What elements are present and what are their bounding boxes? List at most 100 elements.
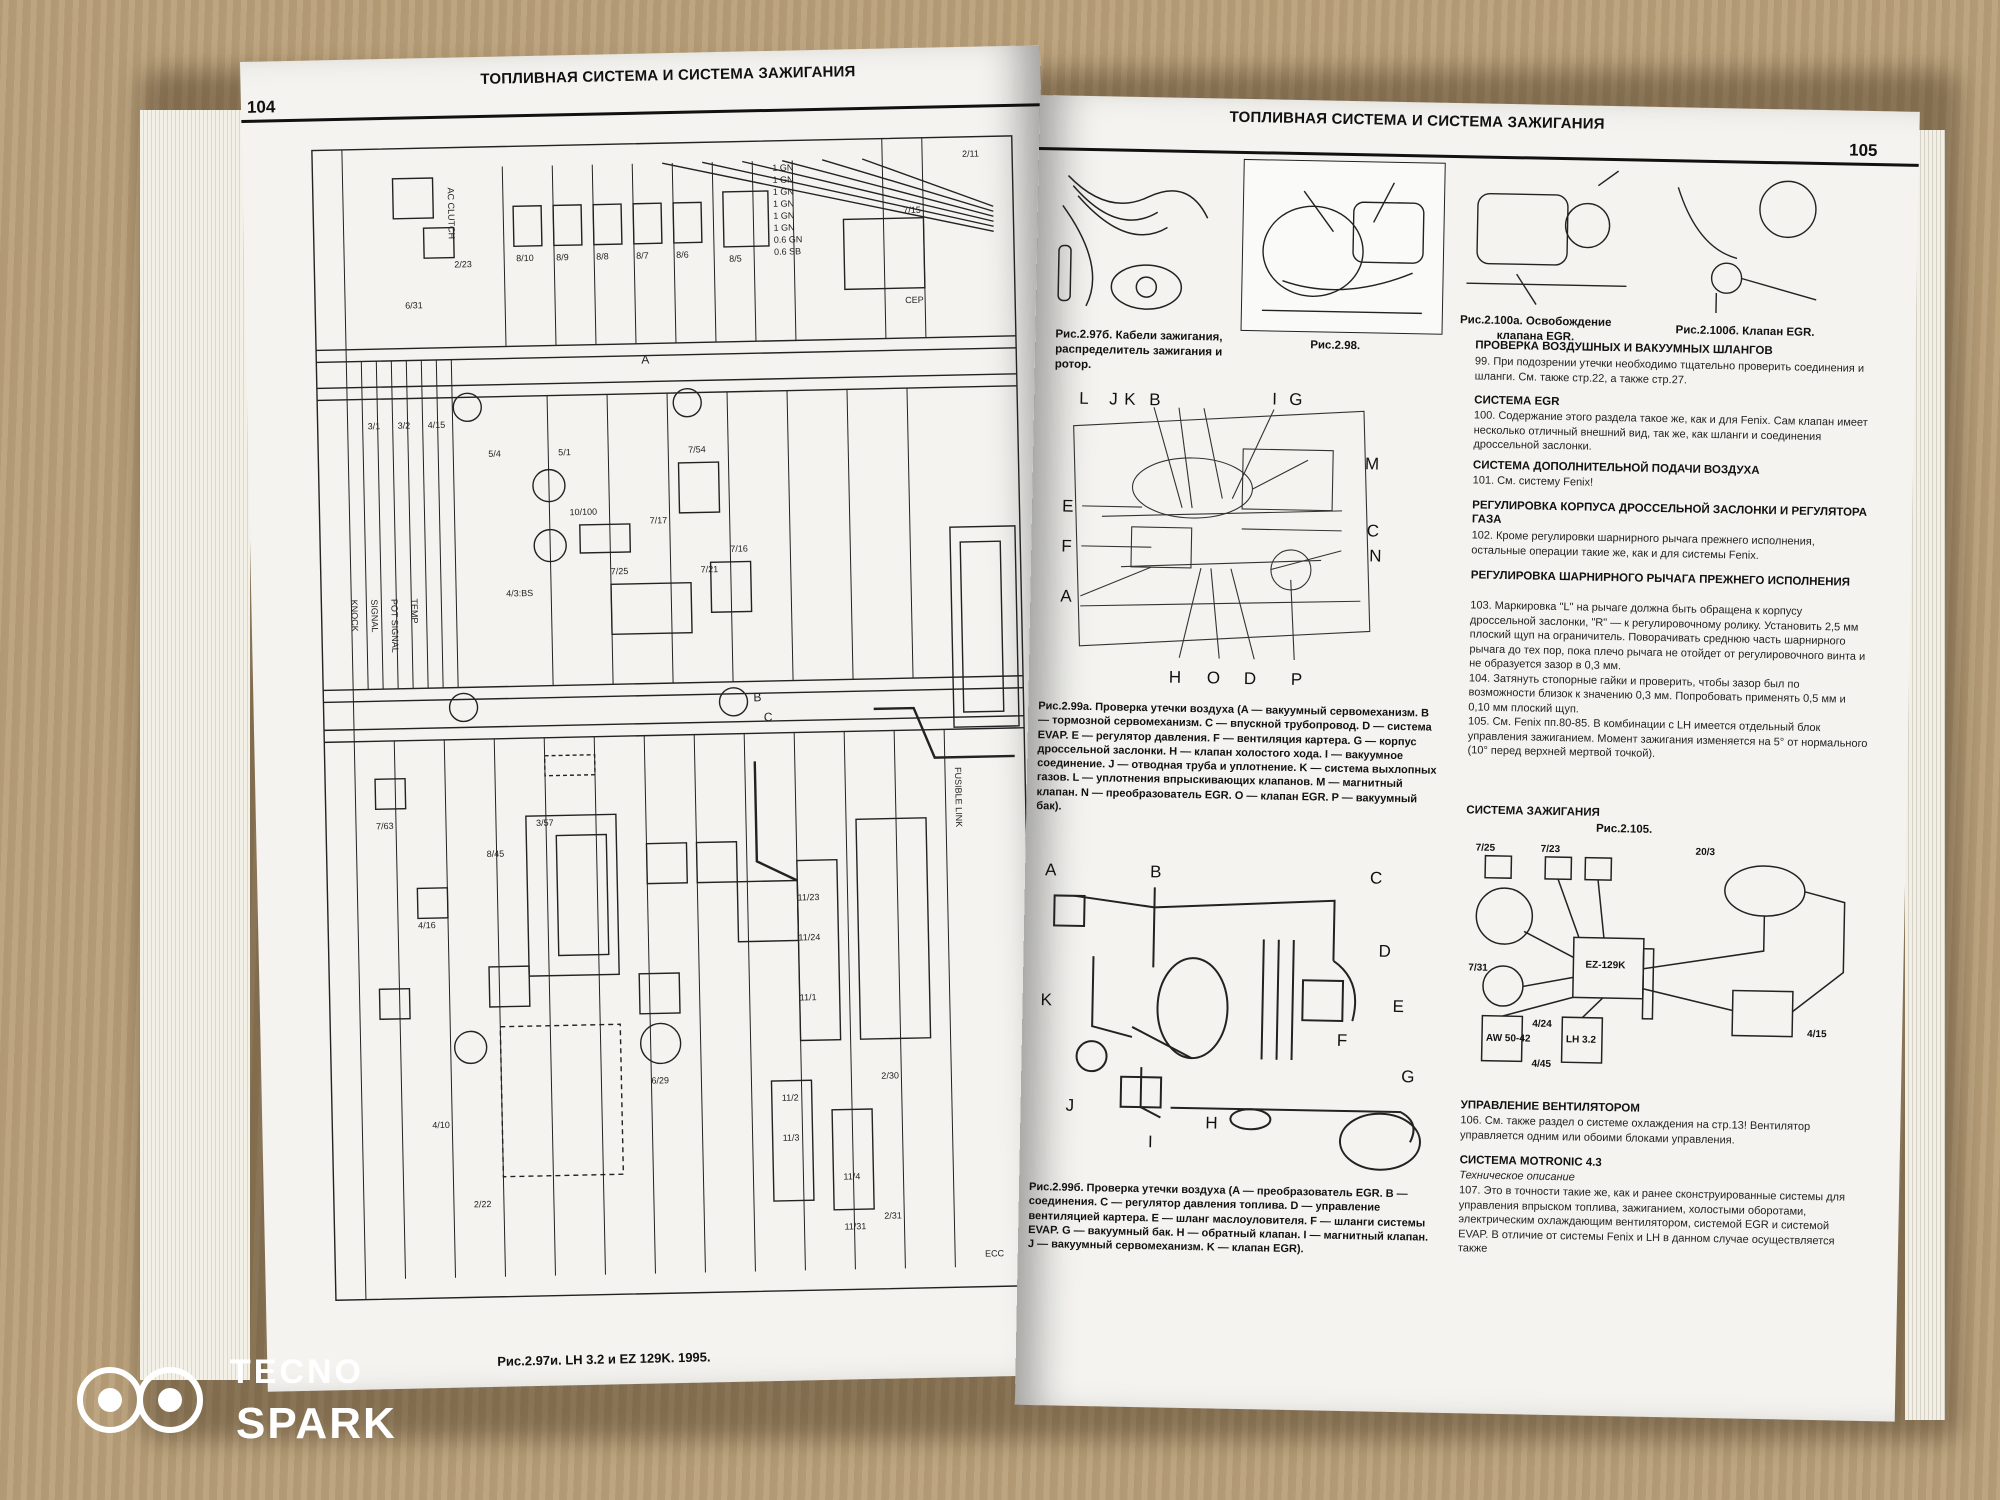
right-running-head: ТОПЛИВНАЯ СИСТЕМА И СИСТЕМА ЗАЖИГАНИЯ (1229, 108, 1605, 133)
section-text-hoses: 99. При подозрении утечки необходимо тща… (1474, 355, 1865, 386)
schem-label: 2/30 (881, 1070, 899, 1080)
fig-299a-letter: E (1062, 497, 1074, 516)
fig-2105-label: AW 50-42 (1486, 1033, 1531, 1045)
right-page-number: 105 (1848, 140, 1878, 161)
schem-label: 0.6 SB (774, 246, 801, 257)
fig-2100a-illustration (1466, 170, 1627, 305)
schem-label: 4/3:BS (506, 588, 533, 599)
schem-label: 11/1 (800, 992, 817, 1002)
section-text-motronic: 107. Это в точности такие же, как и ране… (1457, 1184, 1846, 1255)
schem-label: AC CLUTCH (446, 188, 457, 240)
section-title-lever: РЕГУЛИРОВКА ШАРНИРНОГО РЫЧАГА ПРЕЖНЕГО И… (1470, 569, 1851, 589)
schem-label: POT SIGNAL (389, 599, 400, 653)
fig-299a-letter: F (1061, 536, 1072, 555)
fig-299a-letter: J (1109, 389, 1118, 408)
schem-label: 8/5 (729, 254, 742, 264)
schem-label: KNOCK (349, 600, 360, 632)
schem-label: 11/31 (844, 1221, 866, 1231)
right-page: ТОПЛИВНАЯ СИСТЕМА И СИСТЕМА ЗАЖИГАНИЯ 10… (1014, 95, 1920, 1422)
fig-299b-letter: B (1150, 862, 1162, 881)
fig-299a-letter: K (1124, 390, 1136, 409)
fig-2100b-caption: Рис.2.100б. Клапан EGR. (1675, 324, 1815, 339)
fig-2105-label: 7/25 (1476, 843, 1496, 854)
fig-299a-illustration: L J K B I G M E F C N A H O D P (1060, 389, 1382, 689)
schem-label: 4/16 (418, 920, 436, 930)
schem-label: 7/25 (611, 566, 629, 576)
fig-299b-letter: A (1045, 860, 1057, 879)
fig-299a-letter: D (1244, 669, 1257, 688)
fig-299a-caption: Рис.2.99а. Проверка утечки воздуха (A — … (1036, 700, 1437, 813)
schem-label: 0.6 GN (774, 234, 803, 245)
fig-299a-letter: A (1060, 586, 1072, 605)
fig-299a-letter: H (1169, 668, 1182, 687)
schem-label: 7/21 (701, 564, 719, 574)
left-running-head: ТОПЛИВНАЯ СИСТЕМА И СИСТЕМА ЗАЖИГАНИЯ (480, 63, 856, 88)
fig-299b-letter: G (1401, 1067, 1415, 1086)
fig-2105-label: LH 3.2 (1566, 1034, 1597, 1046)
schem-label: 8/45 (487, 849, 505, 859)
fig-299a-letter: B (1149, 390, 1161, 409)
schem-label: 2/23 (454, 259, 472, 269)
schem-label: 8/6 (676, 250, 689, 260)
schem-label: 7/15 (903, 205, 921, 215)
schem-label: 7/54 (688, 444, 706, 454)
left-page-edges (140, 110, 250, 1380)
fig-298-box (1240, 158, 1446, 335)
schem-label: 4/15 (428, 420, 446, 430)
section-title-ignition: СИСТЕМА ЗАЖИГАНИЯ (1466, 804, 1600, 819)
fig-299b-illustration: A B C D K E F J I H G (1040, 860, 1421, 1171)
fig-2105-label: EZ-129K (1585, 960, 1626, 972)
left-page-number: 104 (246, 97, 276, 117)
section-text-egr: 100. Содержание этого раздела такое же, … (1473, 409, 1868, 453)
fig-299b-letter: K (1040, 990, 1052, 1009)
schem-label: CEP (905, 295, 924, 305)
tecno-logo-icon (77, 1367, 203, 1433)
schem-label: 2/31 (884, 1210, 902, 1220)
fig-299a-letter: P (1291, 670, 1303, 689)
watermark-brand: TECNO (230, 1353, 364, 1391)
schem-label: 1 GN (772, 162, 793, 172)
fig-299a-letter: C (1367, 521, 1380, 540)
fig-2105-illustration: 7/25 7/23 20/3 7/31 EZ-129K 4/15 AW 50-4… (1468, 843, 1846, 1070)
section-text-throttle: 102. Кроме регулировки шарнирного рычага… (1471, 529, 1815, 562)
fig-298-caption: Рис.2.98. (1310, 339, 1361, 353)
schem-label: 8/8 (596, 251, 609, 261)
fig-2105-label: 4/24 (1532, 1019, 1552, 1030)
fig-299b-caption: Рис.2.99б. Проверка утечки воздуха (A — … (1027, 1180, 1429, 1256)
schem-label: 1 GN (772, 174, 793, 184)
schem-label: 10/100 (569, 507, 597, 518)
schem-label: A (641, 352, 649, 366)
schem-label: 4/10 (432, 1120, 450, 1130)
fig-2105-label: 4/45 (1531, 1059, 1551, 1070)
fig-297b-illustration (1057, 175, 1209, 310)
schem-label: 6/31 (405, 300, 423, 310)
fig-299b-letter: H (1205, 1113, 1218, 1132)
fig-299a-letter: M (1365, 454, 1380, 473)
fig-299a-letter: N (1369, 546, 1382, 565)
schem-label: 2/22 (474, 1199, 492, 1209)
schem-label: 8/10 (516, 253, 534, 263)
fig-299b-letter: F (1337, 1031, 1348, 1050)
fig-299a-letter: O (1207, 668, 1221, 687)
fig-297i-caption: Рис.2.97и. LH 3.2 и EZ 129K. 1995. (497, 1349, 711, 1369)
fig-2105-label: 4/15 (1807, 1029, 1827, 1040)
schem-label: 1 GN (773, 198, 794, 208)
schem-label: 11/23 (798, 892, 820, 902)
schem-label: 5/4 (488, 449, 501, 459)
schem-label: 11/4 (843, 1171, 860, 1181)
schem-label: 11/3 (783, 1133, 800, 1143)
fig-299b-letter: D (1378, 942, 1391, 961)
wiring-schematic: 1 GN 1 GN 1 GN 1 GN 1 GN 1 GN 0.6 GN 0.6… (311, 135, 1037, 1301)
schem-label: 1 GN (773, 210, 794, 220)
fig-2105-title: Рис.2.105. (1595, 822, 1653, 836)
schem-label: 1 GN (773, 186, 794, 196)
schem-label: B (753, 690, 761, 704)
schem-label: 6/29 (651, 1075, 669, 1085)
schem-label: FUSIBLE LINK (953, 767, 964, 827)
schem-label: 7/63 (376, 821, 394, 831)
schem-label: 3/1 (368, 421, 381, 431)
schem-label: 7/17 (650, 515, 668, 525)
fig-299a-letter: L (1079, 389, 1089, 408)
schem-label: 8/9 (556, 252, 569, 262)
schem-label: 3/57 (536, 818, 554, 828)
